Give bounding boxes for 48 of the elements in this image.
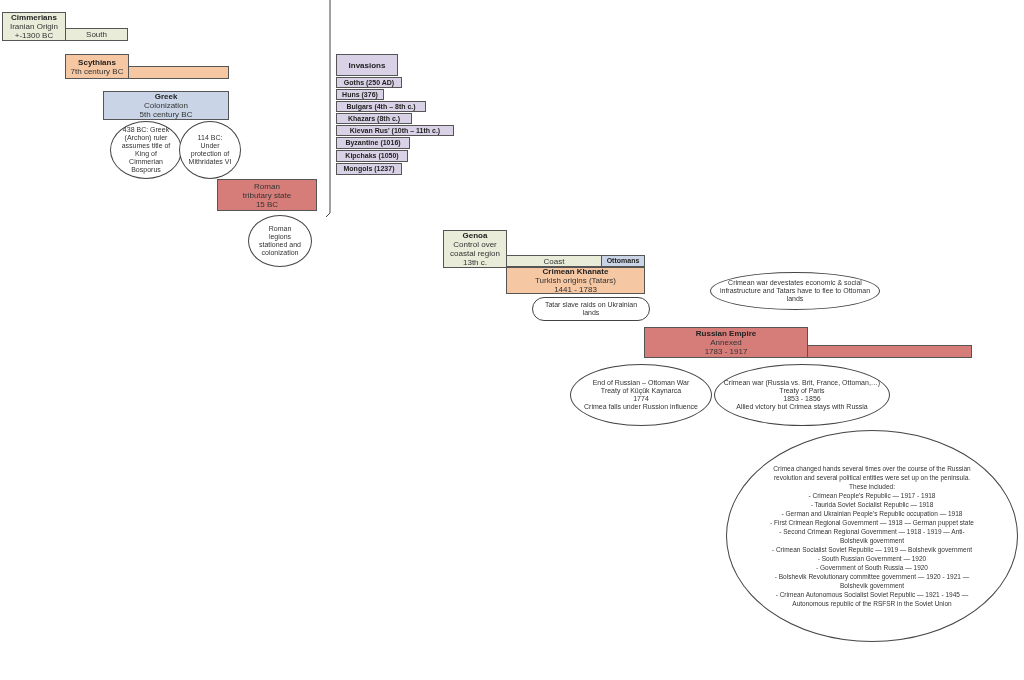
heading-text: Genoa (462, 231, 488, 240)
timeline-box (65, 28, 128, 41)
timeline-box (336, 163, 402, 175)
heading-text: Crimean Khanate (542, 267, 609, 276)
event-ellipse (248, 215, 312, 267)
body-text: Turkish origins (Tatars) (534, 276, 617, 285)
body-text: 15 BC (255, 199, 279, 209)
body-text: Control over coastal region (449, 240, 501, 258)
body-text: 13th c. (463, 258, 487, 267)
body-text: 1441 - 1783 (554, 285, 597, 294)
body-text: Coast (543, 256, 565, 266)
body-text: South (86, 30, 107, 39)
body-text: tributary state (242, 190, 292, 200)
timeline-box (2, 12, 66, 41)
heading-text: Cimmerians (11, 13, 57, 22)
timeline-box (506, 267, 645, 294)
body-text: +-1300 BC (14, 31, 54, 40)
timeline-box (336, 125, 454, 136)
heading-text: Scythians (78, 57, 116, 67)
body-text: 5th century BC (139, 110, 193, 119)
event-pill (532, 297, 650, 321)
body-text: Roman (254, 181, 280, 191)
timeline-box (336, 137, 410, 149)
timeline-box (506, 255, 602, 267)
body-text: 1783 - 1917 (704, 347, 748, 356)
heading-text: Russian Empire (695, 329, 757, 338)
timeline-bar (128, 66, 229, 79)
timeline-box (103, 91, 229, 120)
timeline-box (601, 255, 645, 267)
heading-text: Invasions (348, 60, 386, 70)
timeline-box (336, 150, 408, 162)
body-text: Colonization (144, 101, 188, 110)
body-text: 7th century BC (70, 66, 124, 76)
body-text: Annexed (710, 338, 742, 347)
timeline-box (336, 89, 384, 100)
timeline-box (644, 327, 808, 358)
body-text: Iranian Origin (10, 22, 58, 31)
timeline-box (65, 54, 129, 79)
event-ellipse (110, 121, 182, 179)
timeline-box (336, 54, 398, 76)
timeline-box (336, 77, 402, 88)
timeline-box (336, 101, 426, 112)
timeline-bar (807, 345, 972, 358)
timeline-box (336, 113, 412, 124)
timeline-box (443, 230, 507, 268)
heading-text: Greek (154, 92, 178, 101)
timeline-box (217, 179, 317, 211)
event-ellipse (179, 121, 241, 179)
